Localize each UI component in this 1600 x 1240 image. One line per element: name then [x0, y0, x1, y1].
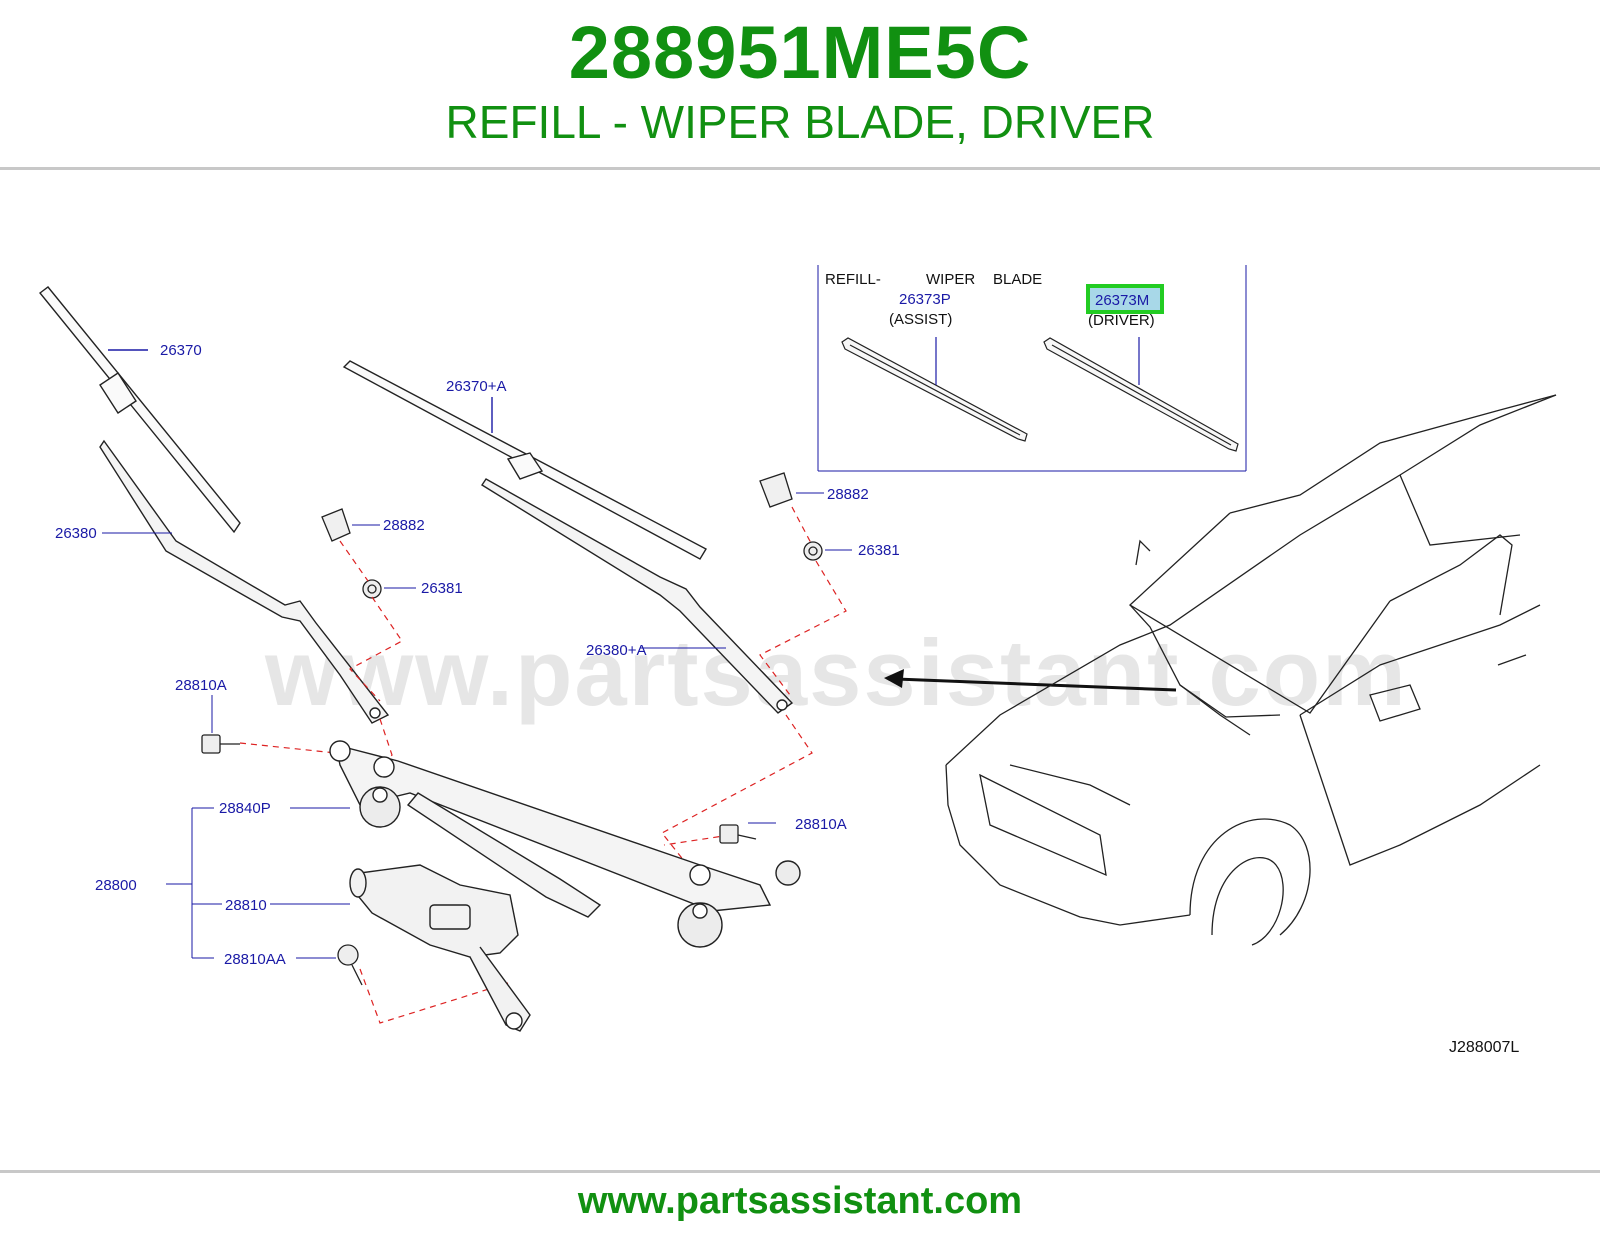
inset-assist-label: (ASSIST) — [889, 311, 952, 328]
header-divider — [0, 167, 1600, 170]
parts-diagram: www.partsassistant.com REFILL- WIPER BLA… — [0, 245, 1600, 1100]
callout-28840p[interactable]: 28840P — [219, 800, 271, 817]
footer-divider — [0, 1170, 1600, 1173]
linkage-28840p-drawing — [329, 740, 801, 948]
wiper-arm-26380-drawing — [99, 439, 390, 724]
callout-26380a[interactable]: 26380+A — [586, 642, 646, 659]
wiper-blade-26370-drawing — [38, 286, 241, 534]
inset-title-wiper: WIPER — [926, 271, 975, 288]
diagram-code: J288007L — [1449, 1039, 1519, 1056]
callout-28882-left[interactable]: 28882 — [383, 517, 425, 534]
wiper-blade-26370a-drawing — [342, 360, 707, 560]
callout-28810a-left[interactable]: 28810A — [175, 677, 227, 694]
refill-assist-drawing — [841, 337, 1028, 442]
callout-26373p[interactable]: 26373P — [899, 291, 951, 308]
refill-inset — [817, 265, 1247, 472]
callout-28810aa[interactable]: 28810AA — [224, 951, 286, 968]
callout-28882-right[interactable]: 28882 — [827, 486, 869, 503]
inset-title-refill: REFILL- — [825, 271, 881, 288]
bolt-28810a-left-drawing — [201, 734, 240, 754]
page-header: 288951ME5C REFILL - WIPER BLADE, DRIVER — [0, 0, 1600, 168]
cap-28882-left-drawing — [321, 508, 351, 542]
nut-26381-left-drawing — [362, 579, 382, 599]
callout-26381-right[interactable]: 26381 — [858, 542, 900, 559]
callout-26380[interactable]: 26380 — [55, 525, 97, 542]
callout-28810[interactable]: 28810 — [225, 897, 267, 914]
part-number-title: 288951ME5C — [568, 11, 1032, 94]
cap-28882-right-drawing — [759, 472, 793, 508]
callout-26381-left[interactable]: 26381 — [421, 580, 463, 597]
refill-driver-drawing — [1043, 337, 1239, 452]
bolt-28810a-right-drawing — [719, 824, 757, 844]
assembly-leader-lines — [239, 506, 847, 1024]
part-description: REFILL - WIPER BLADE, DRIVER — [445, 96, 1155, 148]
callout-26370[interactable]: 26370 — [160, 342, 202, 359]
callout-28800[interactable]: 28800 — [95, 877, 137, 894]
wiper-motor-28810-drawing — [349, 864, 531, 1032]
callout-26370a[interactable]: 26370+A — [446, 378, 506, 395]
car-illustration — [945, 394, 1557, 946]
inset-title-blade: BLADE — [993, 271, 1042, 288]
assembly-bracket-28800 — [166, 807, 222, 959]
bolt-28810aa-drawing — [337, 944, 363, 986]
footer-url[interactable]: www.partsassistant.com — [577, 1180, 1023, 1222]
watermark-text: www.partsassistant.com — [264, 620, 1408, 725]
callout-26373m[interactable]: 26373M — [1095, 292, 1149, 309]
inset-driver-label: (DRIVER) — [1088, 312, 1155, 329]
highlight-box — [1086, 284, 1164, 314]
nut-26381-right-drawing — [803, 541, 823, 561]
location-arrow — [884, 669, 1177, 692]
diagram-svg: www.partsassistant.com REFILL- WIPER BLA… — [38, 265, 1557, 1056]
callout-28810a-right[interactable]: 28810A — [795, 816, 847, 833]
wiper-arm-26380a-drawing — [481, 478, 794, 714]
